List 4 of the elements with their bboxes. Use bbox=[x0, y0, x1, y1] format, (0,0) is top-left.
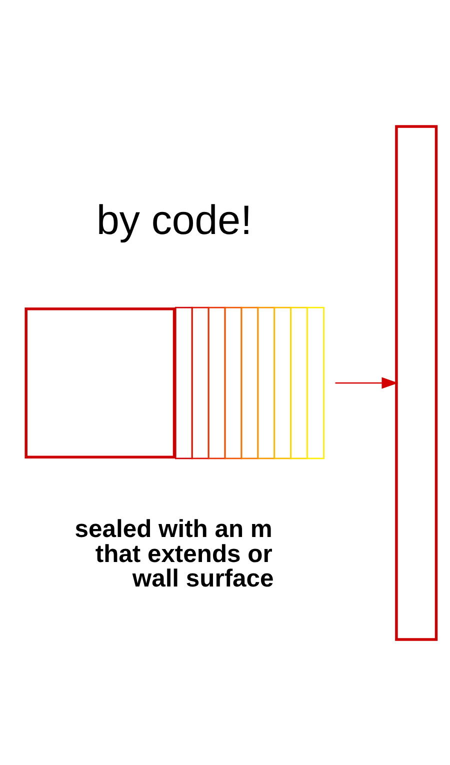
label: by code! bbox=[96, 196, 252, 243]
node-box bbox=[395, 124, 438, 640]
arrow bbox=[335, 376, 398, 388]
label: sealed with an m that extends or wall surface bbox=[74, 516, 274, 592]
